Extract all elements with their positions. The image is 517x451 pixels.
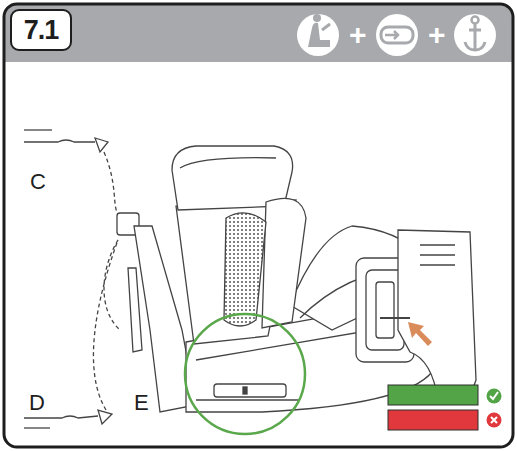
plus-sign: + — [349, 20, 367, 50]
lower-anchor-d — [24, 240, 118, 428]
highlight-circle — [185, 314, 305, 434]
wrong-bar — [388, 410, 478, 430]
correct-bar — [388, 385, 478, 405]
connector-detail — [356, 230, 476, 402]
part-letter: D — [29, 392, 45, 414]
check-mark — [487, 389, 502, 404]
belt-icon — [376, 14, 418, 56]
part-letter: E — [134, 392, 149, 414]
panel-background — [4, 4, 513, 447]
push-arrow — [408, 322, 432, 346]
panel-frame — [4, 4, 513, 447]
step-number-box: 7.1 — [10, 9, 72, 51]
cross-mark — [487, 413, 502, 428]
plus-sign: + — [428, 20, 446, 50]
part-letter: C — [30, 171, 46, 193]
header-band — [4, 4, 513, 62]
child-car-seat — [172, 146, 435, 412]
seat-icon — [297, 14, 339, 56]
top-tether-c — [24, 130, 139, 235]
anchor-icon — [454, 14, 496, 56]
step-number: 7.1 — [24, 15, 59, 46]
